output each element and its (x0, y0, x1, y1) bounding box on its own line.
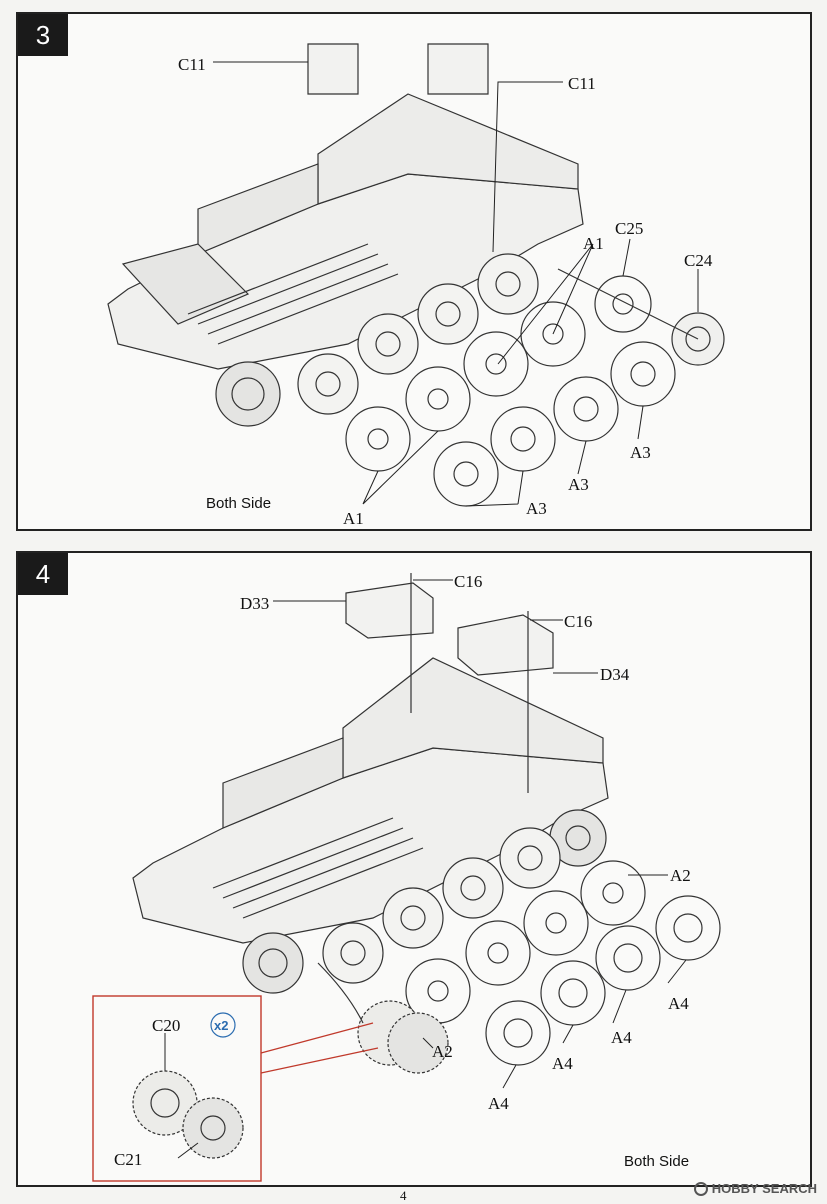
label-a4-right: A4 (668, 994, 689, 1013)
step-number-badge: 3 (18, 14, 68, 56)
both-side-note: Both Side (624, 1153, 690, 1170)
hobby-search-logo-icon (693, 1181, 708, 1196)
label-c16-right: C16 (564, 612, 592, 631)
quantity-callout: x2 (214, 1018, 228, 1033)
label-c21: C21 (114, 1150, 142, 1169)
watermark-text: HOBBY SEARCH (711, 1181, 817, 1196)
label-a1-bottom: A1 (343, 509, 364, 528)
watermark: HOBBY SEARCH (693, 1181, 817, 1196)
label-a4-bottom: A4 (488, 1094, 509, 1113)
both-side-note: Both Side (206, 495, 272, 512)
quantity-callout-circle (210, 1012, 236, 1038)
label-a4-mid-right: A4 (611, 1028, 632, 1047)
label-a3-mid: A3 (568, 475, 589, 494)
label-d33: D33 (240, 594, 269, 613)
label-c24: C24 (684, 251, 713, 270)
label-a3-right: A3 (630, 443, 651, 462)
label-a2-right: A2 (670, 866, 691, 885)
label-c11-right: C11 (568, 74, 596, 93)
label-a1-top: A1 (583, 234, 604, 253)
step-3-panel: 3 (16, 12, 812, 531)
label-c16-left: C16 (454, 572, 482, 591)
step-number-badge: 4 (18, 553, 68, 595)
step-3-diagram: C11 C11 C25 C24 A1 A3 A3 A3 A1 (107, 43, 725, 528)
label-a3-bottom: A3 (526, 499, 547, 518)
label-a2-bottom: A2 (432, 1042, 453, 1061)
page-number: 4 (400, 1188, 407, 1203)
step-4-panel: 4 (16, 551, 812, 1187)
label-c25: C25 (615, 219, 643, 238)
label-c20: C20 (152, 1016, 180, 1035)
label-a4-mid: A4 (552, 1054, 573, 1073)
label-c11-left: C11 (178, 55, 206, 74)
label-d34: D34 (600, 665, 630, 684)
step-4-diagram: C16 C16 D33 D34 A2 A2 A4 A4 A4 A4 C20 C2… (92, 572, 721, 1182)
